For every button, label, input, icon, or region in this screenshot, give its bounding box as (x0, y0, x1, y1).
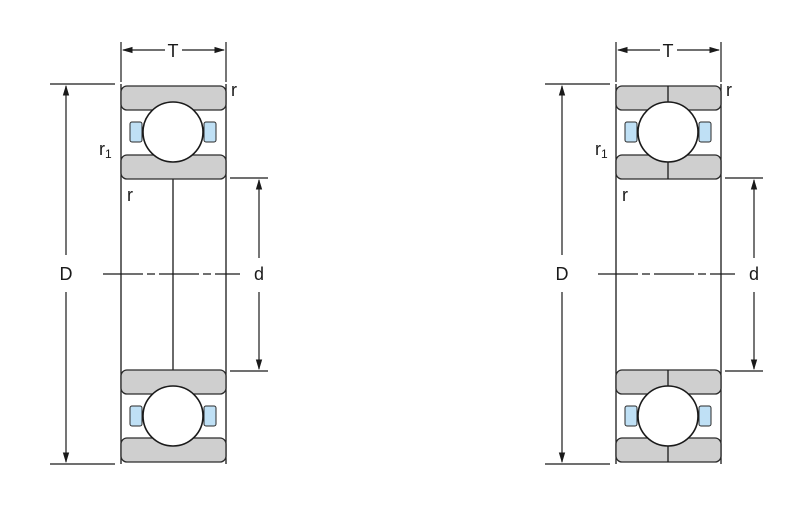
cage-bottom-right (698, 405, 712, 427)
label-r1-sub: 1 (601, 147, 608, 161)
cage-bottom-left (624, 405, 638, 427)
label-r1-sub: 1 (105, 147, 112, 161)
cage-bottom-right (203, 405, 217, 427)
label-r1-main: r (595, 139, 601, 159)
label-r-inner: r (127, 185, 133, 205)
label-r1: r1 (595, 139, 608, 161)
cage-top-left (129, 121, 143, 143)
label-r-inner: r (622, 185, 628, 205)
cage-top-right (698, 121, 712, 143)
label-outer-diameter: D (60, 264, 73, 284)
bearing-diagram-right: T D d r r1 r (545, 41, 763, 465)
bearing-diagram-left: T D d r r1 r (50, 41, 268, 465)
label-r1: r1 (99, 139, 112, 161)
ball-bottom (142, 385, 204, 447)
label-t: T (168, 41, 179, 61)
cage-bottom-left (129, 405, 143, 427)
label-bore-diameter: d (254, 264, 264, 284)
cage-top-left (624, 121, 638, 143)
label-t: T (663, 41, 674, 61)
ball-bottom (637, 385, 699, 447)
label-r1-main: r (99, 139, 105, 159)
cage-top-right (203, 121, 217, 143)
ball-top (142, 101, 204, 163)
label-r-top: r (231, 80, 237, 100)
label-outer-diameter: D (556, 264, 569, 284)
ball-top (637, 101, 699, 163)
label-bore-diameter: d (749, 264, 759, 284)
label-r-top: r (726, 80, 732, 100)
